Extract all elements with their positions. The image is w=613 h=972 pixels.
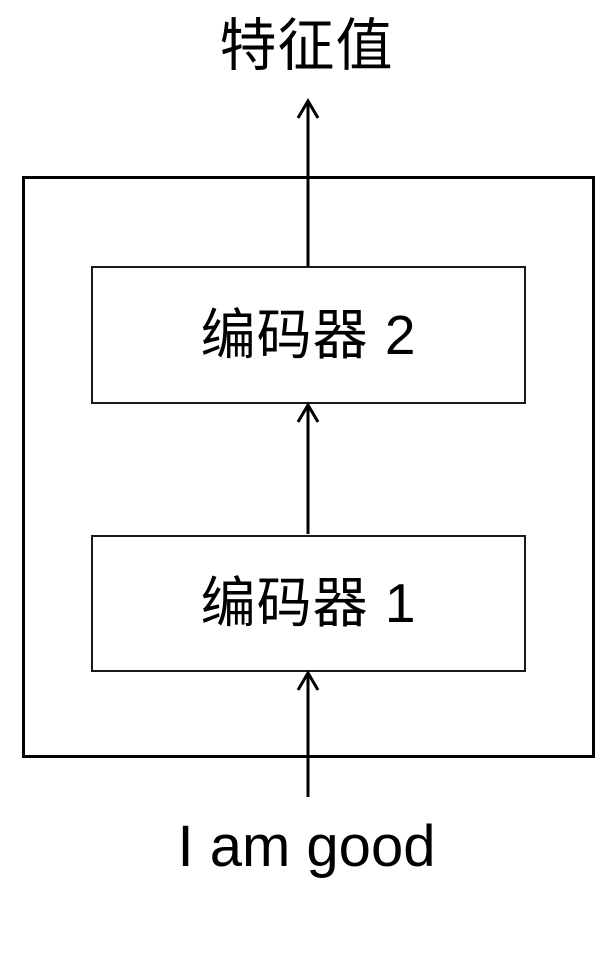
encoder-block-1: 编码器 1 [91,535,526,672]
input-label: I am good [177,814,436,879]
encoder-block-2-label: 编码器 2 [200,303,417,366]
encoder-block-2: 编码器 2 [91,266,526,404]
encoder-block-1-label: 编码器 1 [200,572,417,634]
output-label: 特征值 [219,14,394,78]
